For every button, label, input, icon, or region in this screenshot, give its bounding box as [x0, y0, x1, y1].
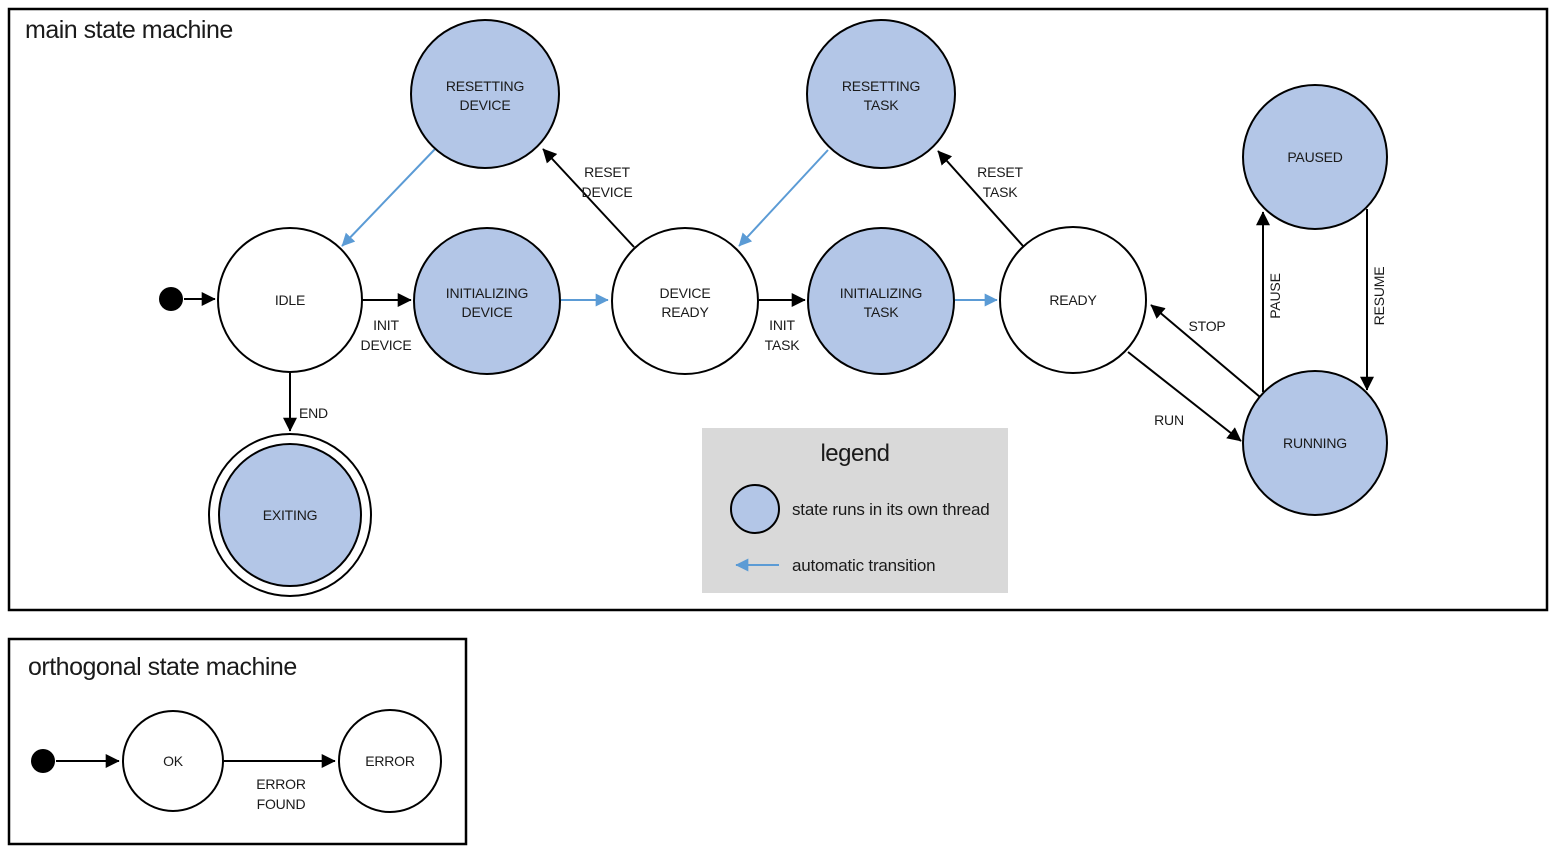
transition-label-init-device-line2: DEVICE [361, 337, 412, 353]
state-initializing-device [413, 227, 561, 375]
main-machine-frame [7, 7, 1549, 612]
transition-label-init-task-line2: TASK [765, 337, 801, 353]
transition-ready-to-resetting-task [937, 150, 1024, 247]
state-initializing-task-label-line2: TASK [864, 304, 900, 320]
legend-auto-transition-label: automatic transition [792, 556, 935, 575]
transition-label-reset-task-line2: TASK [983, 184, 1019, 200]
state-ok-label: OK [163, 753, 184, 769]
state-idle [217, 227, 363, 373]
state-device-ready-label-line2: READY [661, 304, 709, 320]
state-paused-label: PAUSED [1287, 149, 1342, 165]
transition-label-reset-device-line1: RESET [584, 164, 630, 180]
initial-state-dot [159, 287, 183, 311]
orthogonal-machine-title: orthogonal state machine [28, 653, 297, 681]
state-running-label: RUNNING [1283, 435, 1347, 451]
transition-device-ready-to-resetting-device [542, 148, 635, 248]
transition-resetting-task-to-device-ready [738, 149, 829, 247]
state-initializing-task [807, 227, 955, 375]
state-running [1242, 370, 1388, 516]
transition-label-error-found-line1: ERROR [256, 776, 306, 792]
state-exiting-label: EXITING [263, 507, 318, 523]
transition-label-error-found-line2: FOUND [257, 796, 306, 812]
transition-label-resume: RESUME [1371, 267, 1387, 326]
state-resetting-task [806, 19, 956, 169]
main-machine-title: main state machine [25, 16, 233, 44]
transition-label-init-task-line1: INIT [769, 317, 795, 333]
state-exiting [218, 443, 362, 587]
legend-title: legend [820, 440, 889, 467]
state-error-label: ERROR [365, 753, 415, 769]
orthogonal-machine-frame [7, 637, 468, 846]
transition-label-end: END [299, 405, 328, 421]
state-device-ready-label-line1: DEVICE [660, 285, 711, 301]
transition-label-reset-task-line1: RESET [977, 164, 1023, 180]
state-ready-label: READY [1049, 292, 1097, 308]
state-resetting-device [410, 19, 560, 169]
state-ok [122, 710, 224, 812]
state-resetting-device-label-line2: DEVICE [460, 97, 511, 113]
transition-label-reset-device-line2: DEVICE [582, 184, 633, 200]
state-resetting-task-label-line2: TASK [864, 97, 900, 113]
transition-ready-to-running [1127, 351, 1242, 442]
legend-thread-state-label: state runs in its own thread [792, 500, 990, 519]
state-initializing-device-label-line2: DEVICE [462, 304, 513, 320]
state-initializing-device-label-line1: INITIALIZING [446, 285, 528, 301]
state-device-ready [611, 227, 759, 375]
state-resetting-task-label-line1: RESETTING [842, 78, 920, 94]
state-paused [1242, 84, 1388, 230]
transition-label-init-device-line1: INIT [373, 317, 399, 333]
transition-label-pause: PAUSE [1267, 273, 1283, 318]
orthogonal-initial-state-dot [31, 749, 55, 773]
state-resetting-device-label-line1: RESETTING [446, 78, 524, 94]
state-error [338, 709, 442, 813]
transition-resetting-device-to-idle [341, 147, 437, 247]
transition-label-run: RUN [1154, 412, 1184, 428]
state-idle-label: IDLE [275, 292, 305, 308]
state-initializing-task-label-line1: INITIALIZING [840, 285, 922, 301]
transition-label-stop: STOP [1188, 318, 1225, 334]
state-ready [999, 226, 1147, 374]
legend-thread-state-icon [730, 484, 780, 534]
transition-running-to-ready [1150, 304, 1261, 398]
